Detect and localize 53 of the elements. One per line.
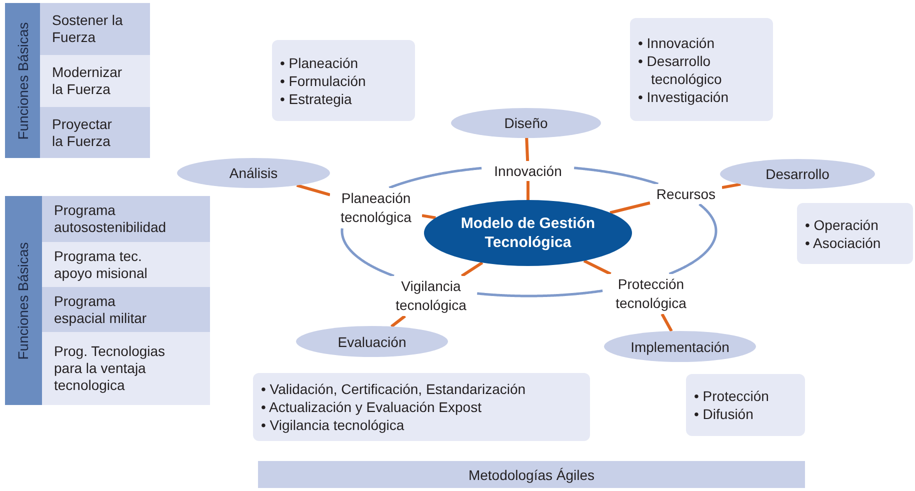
phase-ellipse: Desarrollo bbox=[720, 159, 875, 189]
table-row: Programa autosostenibilidad bbox=[42, 196, 210, 242]
list-item: • Planeación bbox=[280, 54, 360, 72]
list-item: • Estrategia bbox=[280, 90, 353, 108]
phase-ellipse: Implementación bbox=[604, 331, 756, 362]
connector-line bbox=[390, 314, 406, 328]
connector-line bbox=[583, 259, 612, 276]
category-band bbox=[5, 3, 150, 158]
table-row: Modernizar la Fuerza bbox=[40, 55, 150, 107]
connector-line bbox=[610, 201, 650, 214]
list-item: • Protección bbox=[694, 387, 770, 405]
phase-ellipse: Diseño bbox=[451, 108, 601, 138]
list-item: • Vigilancia tecnológica bbox=[261, 416, 406, 434]
info-card bbox=[253, 373, 590, 441]
info-card bbox=[797, 203, 913, 264]
category-band bbox=[5, 196, 210, 405]
band-label: Funciones Básicas bbox=[15, 22, 31, 140]
list-item: • Difusión bbox=[694, 405, 754, 423]
band-label: Funciones Básicas bbox=[15, 242, 31, 360]
info-card bbox=[630, 18, 773, 121]
cycle-arc bbox=[388, 166, 482, 189]
node-label: Recursos bbox=[650, 184, 722, 204]
cycle-arc bbox=[340, 228, 394, 278]
connector-line bbox=[422, 214, 436, 220]
list-item: • Investigación bbox=[638, 88, 730, 106]
cycle-arc bbox=[476, 290, 604, 298]
phase-ellipse: Evaluación bbox=[296, 326, 448, 357]
list-item: • Formulación bbox=[280, 72, 367, 90]
footer-bar: Metodologías Ágiles bbox=[258, 461, 805, 488]
cycle-arc bbox=[668, 203, 718, 276]
connector-line bbox=[722, 182, 741, 190]
table-row: Programa tec. apoyo misional bbox=[42, 242, 210, 287]
list-item: • Asociación bbox=[805, 234, 882, 252]
table-row: Proyectar la Fuerza bbox=[40, 107, 150, 158]
table-row: Prog. Tecnologias para la ventaja tecnologica bbox=[42, 332, 210, 405]
info-card bbox=[272, 40, 415, 121]
list-item: • Desarrollo tecnológico bbox=[638, 52, 723, 88]
list-item: • Innovación bbox=[638, 34, 716, 52]
connector-line bbox=[525, 138, 530, 162]
list-item: • Operación bbox=[805, 216, 880, 234]
table-row: Programa espacial militar bbox=[42, 287, 210, 332]
info-card bbox=[686, 374, 805, 436]
center-ellipse: Modelo de Gestión Tecnológica bbox=[424, 200, 632, 266]
list-item: • Actualización y Evaluación Expost bbox=[261, 398, 482, 416]
table-row: Sostener la Fuerza bbox=[40, 3, 150, 55]
list-item: • Validación, Certificación, Estandarización bbox=[261, 380, 527, 398]
node-label: Planeación tecnológica bbox=[330, 188, 422, 228]
phase-ellipse: Análisis bbox=[177, 158, 330, 188]
cycle-arc bbox=[574, 166, 659, 186]
connector-line bbox=[526, 181, 530, 200]
connector-line bbox=[296, 184, 330, 196]
connector-line bbox=[660, 313, 673, 332]
connector-line bbox=[460, 261, 484, 278]
